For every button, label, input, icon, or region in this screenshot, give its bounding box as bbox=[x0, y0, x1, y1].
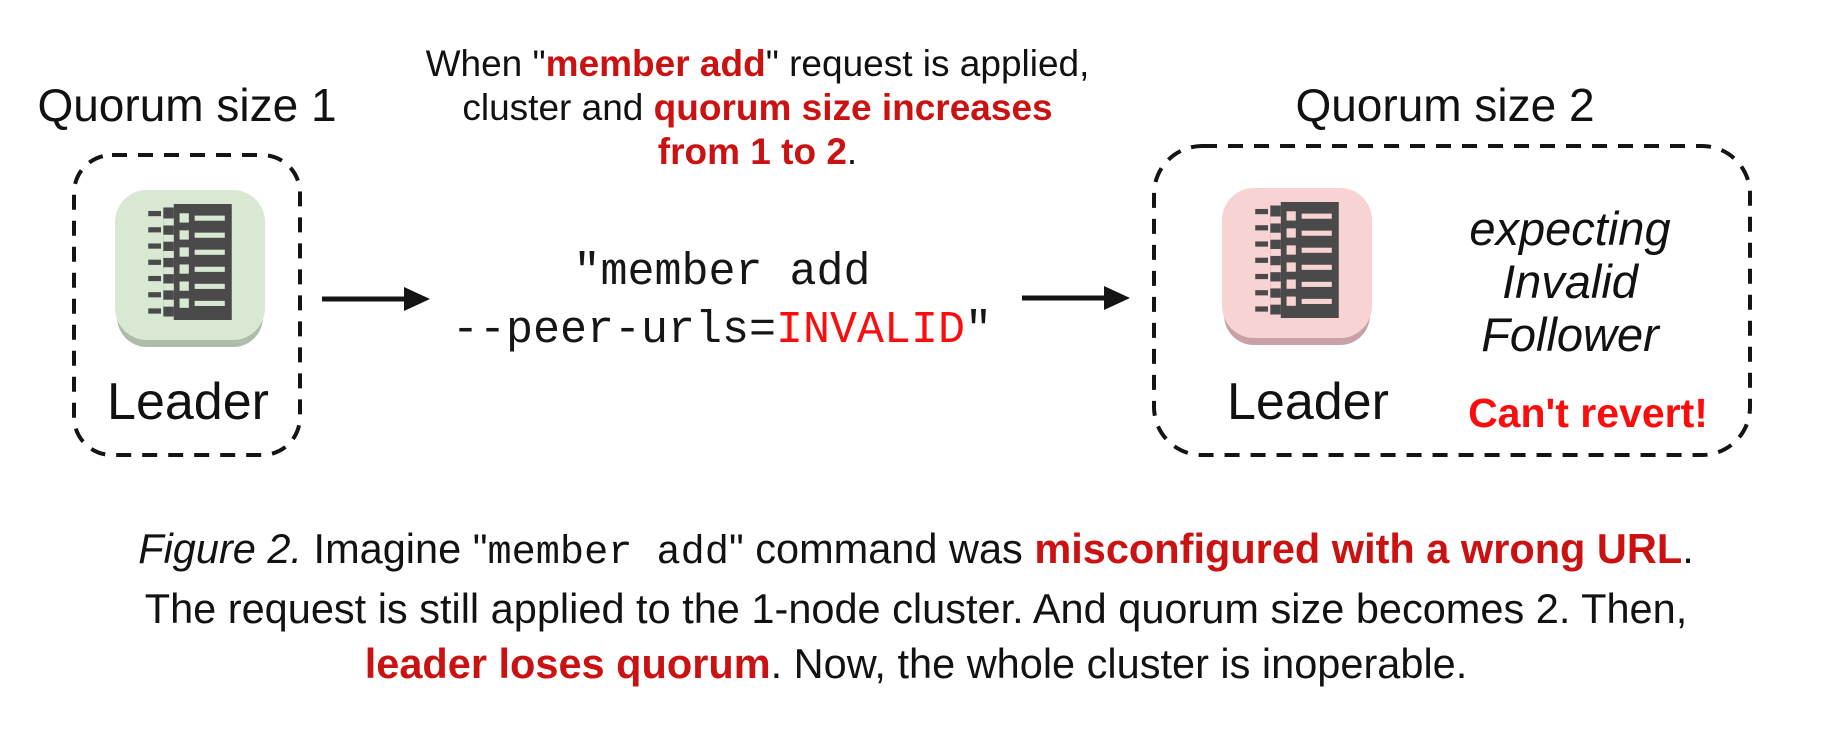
leader-node-green bbox=[115, 190, 265, 340]
right-cluster-title: Quorum size 2 bbox=[1295, 79, 1595, 131]
right-cluster-boundary bbox=[1152, 144, 1752, 457]
arrow-command-to-right bbox=[1022, 286, 1130, 310]
figure-caption: Figure 2. Imagine "member add" command w… bbox=[0, 521, 1832, 691]
command-text: "member add --peer-urls=INVALID" bbox=[392, 244, 1052, 360]
right-leader-label: Leader bbox=[1227, 373, 1389, 431]
expecting-line-3: Follower bbox=[1481, 308, 1659, 361]
annotation-line-3: from 1 to 2. bbox=[657, 131, 858, 172]
caption-line-2: The request is still applied to the 1-no… bbox=[144, 585, 1688, 632]
left-leader-label: Leader bbox=[107, 373, 269, 431]
server-rack-icon bbox=[148, 204, 232, 320]
arrow-left-to-command bbox=[322, 287, 430, 311]
expecting-text: expecting Invalid Follower bbox=[1420, 202, 1720, 361]
expecting-line-1: expecting bbox=[1469, 202, 1671, 255]
command-line-2: --peer-urls=INVALID" bbox=[451, 305, 993, 356]
left-cluster-boundary bbox=[72, 153, 302, 457]
leader-node-pink bbox=[1222, 188, 1372, 338]
cant-revert-warning: Can't revert! bbox=[1468, 390, 1708, 436]
server-rack-icon bbox=[1255, 202, 1339, 318]
caption-line-1: Figure 2. Imagine "member add" command w… bbox=[138, 525, 1694, 576]
left-cluster-title: Quorum size 1 bbox=[37, 79, 337, 131]
expecting-line-2: Invalid bbox=[1502, 255, 1638, 308]
annotation-line-1: When "member add" request is applied, bbox=[425, 43, 1090, 84]
caption-line-3: leader loses quorum. Now, the whole clus… bbox=[364, 640, 1468, 687]
annotation-text: When "member add" request is applied, cl… bbox=[400, 42, 1115, 174]
annotation-line-2: cluster and quorum size increases bbox=[462, 87, 1053, 128]
command-line-1: "member add bbox=[573, 247, 871, 298]
